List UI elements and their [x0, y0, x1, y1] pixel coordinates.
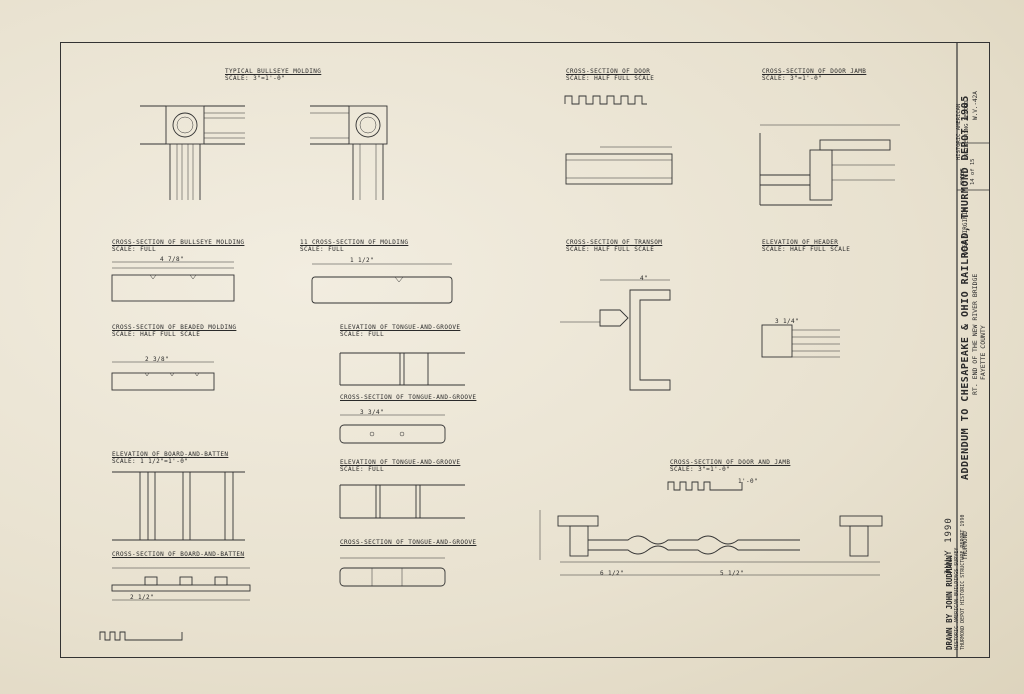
- drawing-border: [60, 42, 990, 658]
- detail-title: CROSS-SECTION OF TONGUE-AND-GROOVE: [340, 394, 477, 401]
- detail-title: CROSS-SECTION OF BOARD-AND-BATTEN: [112, 551, 245, 558]
- dimension-label: 6 1/2": [600, 570, 625, 577]
- dimension-label: 3 3/4": [360, 409, 385, 416]
- dimension-label: 4": [640, 275, 649, 282]
- dimension-label: 3 1/4": [775, 318, 800, 325]
- bullseye-elevation-b: [310, 105, 388, 200]
- dimension-label: 4 7/8": [160, 256, 185, 263]
- bullseye-elevation-a: [140, 105, 245, 200]
- dimension-label: 5 1/2": [720, 570, 745, 577]
- detail-title: CROSS-SECTION OF TONGUE-AND-GROOVE: [340, 539, 477, 546]
- dimension-label: 2 3/8": [145, 356, 170, 363]
- dimension-label: 2 1/2": [130, 594, 155, 601]
- dimension-label: 1 1/2": [350, 257, 375, 264]
- callout-number: 11: [300, 239, 309, 246]
- dimension-label: 1'-0": [738, 478, 759, 485]
